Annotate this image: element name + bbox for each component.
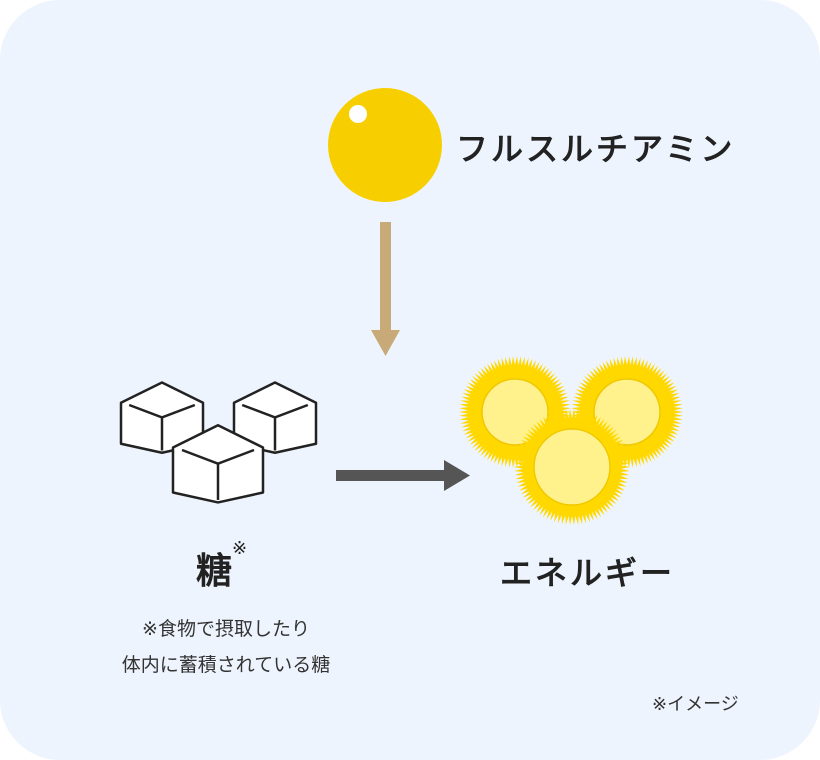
sugar-cubes-icon — [119, 381, 318, 504]
sugar-note-line2: 体内に蓄積されている糖 — [121, 654, 331, 676]
energy-burst — [514, 409, 630, 525]
footnote-mark: ※ — [232, 538, 248, 559]
sugar-cube — [171, 424, 265, 504]
energy-icon — [459, 356, 683, 525]
energy-label: エネルギー — [500, 554, 676, 592]
sugar-cube — [232, 381, 318, 455]
fursultiamine-label: フルスルチアミン — [456, 130, 736, 168]
sugar-cube — [119, 381, 205, 455]
down-arrow-icon — [371, 222, 400, 356]
fursultiamine-ball-icon — [328, 88, 442, 202]
image-note: ※イメージ — [652, 694, 739, 715]
right-arrow-icon — [336, 460, 470, 491]
sugar-note-line1: ※食物で摂取したり — [142, 618, 310, 640]
sugar-label: 糖※ — [196, 538, 248, 592]
